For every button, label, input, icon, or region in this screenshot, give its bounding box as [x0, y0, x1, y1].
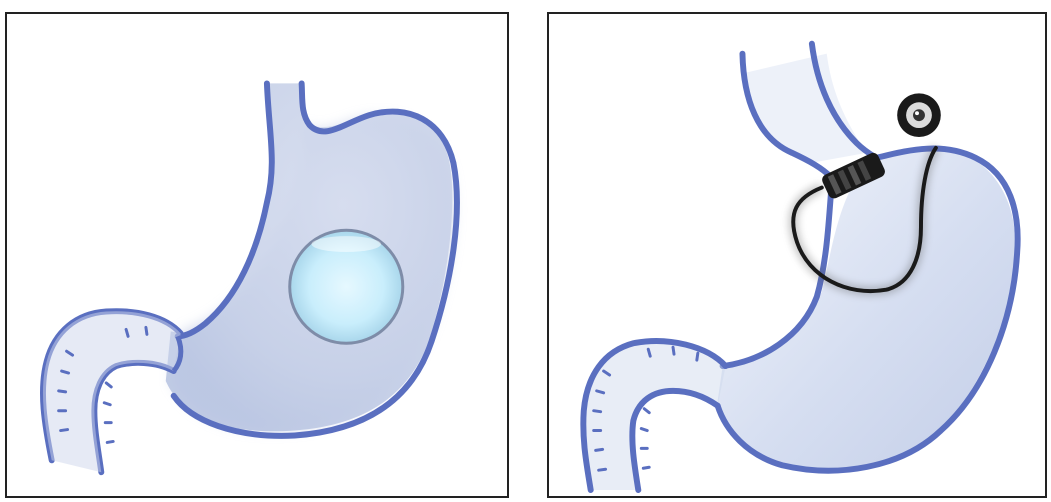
stomach-balloon-illustration	[7, 14, 507, 496]
duodenum-inner	[632, 391, 717, 490]
left-panel-stomach-balloon	[5, 12, 509, 498]
access-port-icon	[897, 93, 941, 137]
stomach-pouch	[742, 54, 866, 163]
stomach-body	[718, 147, 1016, 471]
duodenum-inner	[94, 363, 173, 472]
right-panel-stomach-gastric-band	[547, 12, 1047, 498]
balloon-highlight	[312, 236, 381, 252]
stomach-band-illustration	[549, 14, 1045, 496]
